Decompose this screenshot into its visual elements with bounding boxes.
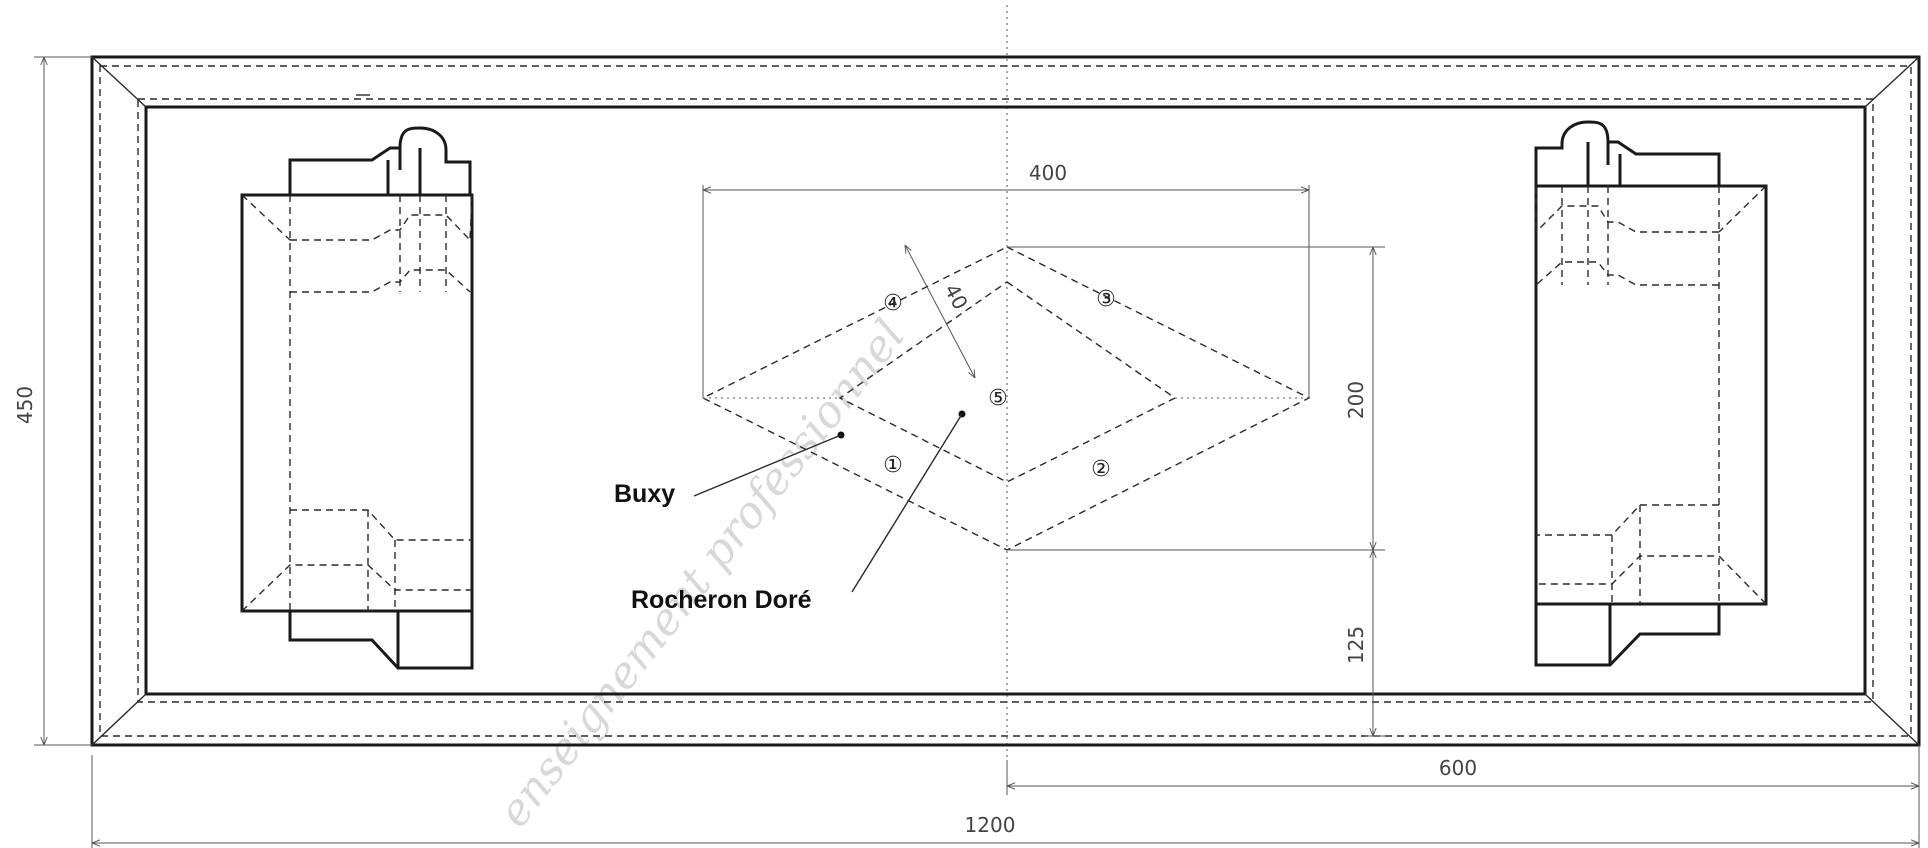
- zone-3-marker: ③: [1096, 287, 1116, 312]
- material-callouts: Buxy Rocheron Doré: [614, 410, 966, 614]
- dimension-400: 400: [702, 161, 1310, 398]
- dimension-125: 125: [1344, 550, 1385, 737]
- rocheron-leader: [851, 413, 963, 593]
- zone-5-marker: ⑤: [988, 386, 1008, 411]
- dim-125-label: 125: [1344, 626, 1368, 664]
- zone-2-marker: ②: [1091, 457, 1111, 482]
- dim-200-label: 200: [1344, 381, 1368, 419]
- dim-600-label: 600: [1439, 756, 1477, 780]
- zone-markers: ① ② ③ ④ ⑤: [883, 287, 1116, 482]
- buxy-leader: [693, 434, 842, 497]
- inner-rhombus: [838, 281, 1177, 483]
- buxy-label: Buxy: [614, 480, 675, 508]
- dimension-450: 450: [13, 56, 92, 746]
- dim-1200-label: 1200: [965, 813, 1016, 837]
- slab-outline: [90, 55, 1921, 747]
- dimension-1200: 1200: [91, 755, 1920, 848]
- rocheron-label: Rocheron Doré: [631, 586, 812, 614]
- dimension-40: 40: [905, 245, 975, 378]
- dimension-200: 200: [1007, 246, 1385, 551]
- dimension-600: 600: [1006, 745, 1920, 795]
- dim-400-label: 400: [1029, 161, 1067, 185]
- right-fixture: [1534, 120, 1768, 667]
- left-fixture: [240, 126, 474, 670]
- dim-450-label: 450: [13, 386, 37, 424]
- zone-4-marker: ④: [883, 291, 903, 316]
- zone-1-marker: ①: [883, 453, 903, 478]
